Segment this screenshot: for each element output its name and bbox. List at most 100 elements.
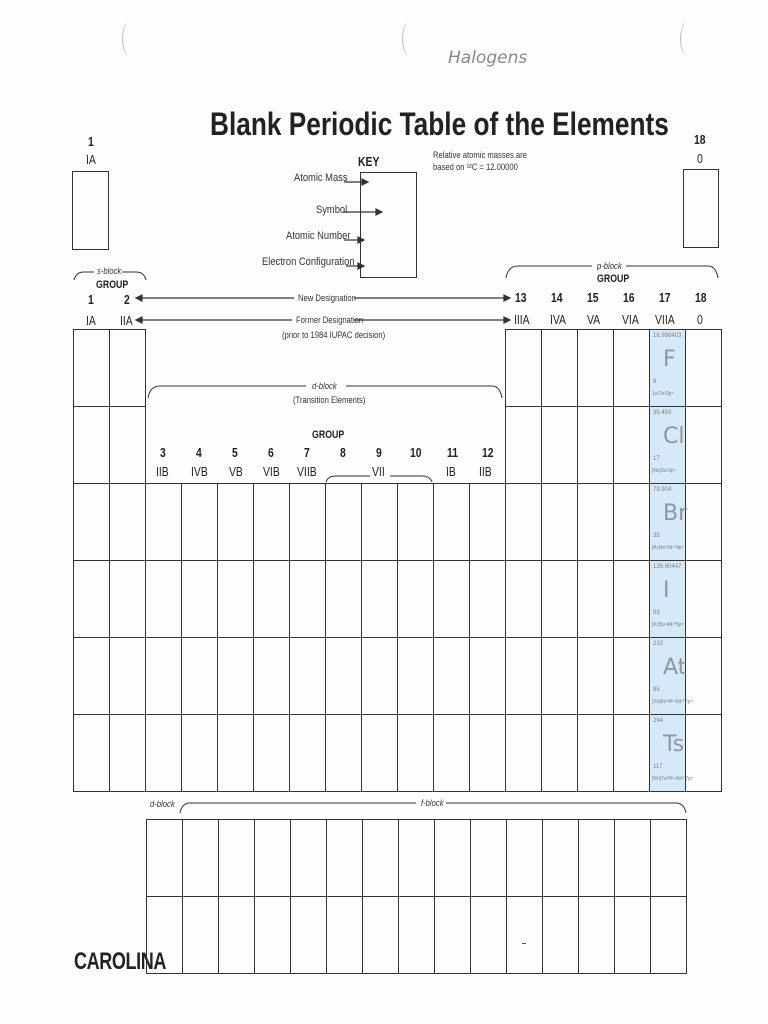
f-block-cell-r2-c10 [470,896,507,974]
element-cell-d-r5-c3 [145,560,182,638]
element-cell-d-r4-c5 [217,483,254,561]
element-cell-s-r5-c2 [109,560,146,638]
hydrogen-cell [72,171,109,250]
group-11-number: 11 [447,445,458,460]
f-block-cell-r2-c15 [650,896,687,974]
halogen-atomic-number: 53 [653,610,660,616]
element-cell-d-r7-c6 [253,714,290,792]
group-4-number: 4 [196,445,202,460]
halogen-symbol: At [663,655,687,680]
element-cell-p-r7-c18 [685,714,722,792]
element-cell-p-r2-c18 [685,329,722,407]
group-2-header-number: 2 [124,292,130,307]
group-8-number: 8 [340,445,346,460]
halogen-electron-configuration: 1s²2s²2p⁵ [652,391,674,397]
f-block-cell-r2-c8 [398,896,435,974]
f-block-cell-r1-c14 [614,819,651,897]
element-cell-p-r7-c15 [577,714,614,792]
halogen-atomic-mass: 18.998403 [653,333,682,339]
f-block-cell-r2-c11 [506,896,543,974]
d-block-sublabel: (Transition Elements) [293,395,366,405]
element-cell-p-r6-c14 [541,637,578,715]
f-block-cell-r2-c14 [614,896,651,974]
element-cell-d-r4-c3 [145,483,182,561]
f-block-cell-r1-c1 [146,819,183,897]
page-mark [522,943,526,944]
group-16-roman: VIA [622,312,639,327]
group-5-number: 5 [232,445,238,460]
f-block-cell-r1-c8 [398,819,435,897]
element-cell-p-r4-c13 [505,483,542,561]
element-cell-p-r5-c18 [685,560,722,638]
d-block-group-label: GROUP [312,429,345,441]
element-cell-s-r3-c1 [73,406,110,484]
element-cell-p-r2-c16 [613,329,650,407]
group-4-roman: IVB [191,464,208,479]
d-block-label: d-block [312,381,337,391]
relative-mass-note-1: Relative atomic masses are [433,150,527,160]
element-cell-s-r5-c1 [73,560,110,638]
element-cell-d-r7-c11 [433,714,470,792]
element-cell-s-r6-c2 [109,637,146,715]
element-cell-d-r5-c8 [325,560,362,638]
element-cell-p-r2-c14 [541,329,578,407]
group-14-roman: IVA [550,312,566,327]
f-block-cell-r1-c2 [182,819,219,897]
element-cell-d-r6-c9 [361,637,398,715]
d-block-bottom-label: d-block [150,799,175,809]
halogen-electron-configuration: [Kr]5s²4d¹⁰5p⁵ [652,622,684,628]
f-block-cell-r2-c7 [362,896,399,974]
element-cell-p-r3-c14 [541,406,578,484]
element-cell-p-r7-c17 [649,714,686,792]
group-3-number: 3 [160,445,166,460]
element-cell-d-r4-c6 [253,483,290,561]
former-designation-note: (prior to 1984 IUPAC decision) [282,330,386,340]
group-1-roman: IA [86,152,96,167]
f-block-cell-r1-c7 [362,819,399,897]
group-15-number: 15 [587,290,599,305]
f-block-cell-r1-c5 [290,819,327,897]
f-block-cell-r1-c9 [434,819,471,897]
element-cell-p-r6-c15 [577,637,614,715]
f-block-cell-r2-c2 [182,896,219,974]
f-block-cell-r1-c10 [470,819,507,897]
element-cell-p-r4-c16 [613,483,650,561]
key-atomic-mass: Atomic Mass [294,172,348,184]
element-cell-d-r4-c11 [433,483,470,561]
f-block-cell-r1-c11 [506,819,543,897]
group-3-roman: IIB [156,464,169,479]
element-cell-d-r4-c8 [325,483,362,561]
key-electron-configuration: Electron Configuration [262,256,355,268]
halogen-atomic-mass: 210 [653,641,664,647]
element-cell-p-r3-c13 [505,406,542,484]
halogen-atomic-mass: 294 [653,718,664,724]
element-cell-s-r7-c1 [73,714,110,792]
relative-mass-note-2: based on ¹²C = 12.00000 [433,162,518,172]
halogen-atomic-number: 9 [653,379,657,385]
halogen-atomic-number: 85 [653,687,660,693]
group-18-number: 18 [694,132,706,147]
group-18-roman: 0 [697,151,703,166]
element-cell-p-r5-c15 [577,560,614,638]
element-cell-d-r7-c7 [289,714,326,792]
halogen-atomic-number: 17 [653,456,660,462]
binder-hole-middle [402,22,417,56]
f-block-cell-r2-c9 [434,896,471,974]
group-7-number: 7 [304,445,310,460]
element-cell-d-r6-c10 [397,637,434,715]
halogen-electron-configuration: [Ne]3s²3p⁵ [652,468,676,474]
element-cell-d-r7-c8 [325,714,362,792]
key-symbol: Symbol [316,204,348,216]
element-cell-s-r4-c1 [73,483,110,561]
element-cell-d-r5-c6 [253,560,290,638]
s-block-label: s-block [97,266,122,276]
element-cell-s-r4-c2 [109,483,146,561]
element-cell-d-r6-c5 [217,637,254,715]
halogen-atomic-number: 117 [653,764,663,770]
element-cell-p-r2-c15 [577,329,614,407]
halogen-atomic-mass: 126.90447 [653,564,682,570]
element-cell-d-r5-c5 [217,560,254,638]
f-block-cell-r1-c4 [254,819,291,897]
